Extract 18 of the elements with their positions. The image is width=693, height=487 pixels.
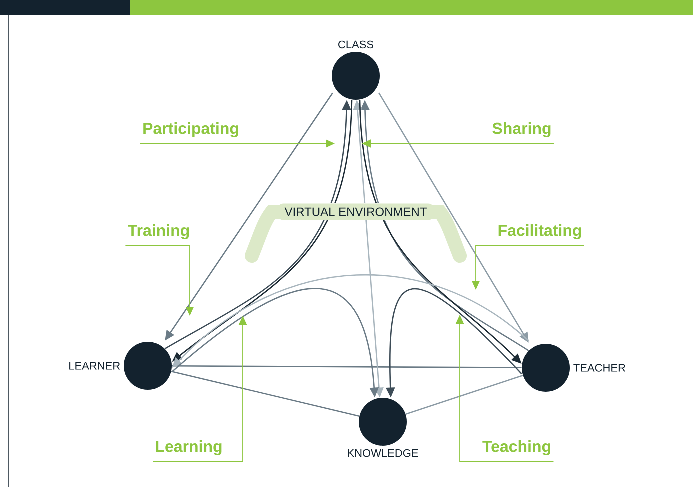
- process-label: Training: [128, 224, 190, 240]
- node-label: TEACHER: [574, 364, 626, 372]
- node-label: CLASS: [338, 40, 374, 49]
- connector-line: [172, 365, 522, 369]
- connector-line: [171, 370, 360, 418]
- process-label: Facilitating: [498, 224, 582, 240]
- band-label: VIRTUAL ENVIRONMENT: [276, 204, 436, 220]
- node-label: KNOWLEDGE: [348, 449, 418, 458]
- node-label: LEARNER: [70, 362, 120, 370]
- circle-node: CLASS: [332, 40, 380, 100]
- circle-node: LEARNER: [70, 342, 172, 390]
- process-label: Learning: [156, 440, 222, 456]
- process-label: Teaching: [482, 440, 550, 456]
- circle-node: TEACHER: [522, 344, 626, 392]
- process-label: Participating: [144, 122, 238, 138]
- process-label: Sharing: [492, 122, 551, 138]
- connector-line: [406, 375, 524, 416]
- circle-node: KNOWLEDGE: [348, 398, 418, 458]
